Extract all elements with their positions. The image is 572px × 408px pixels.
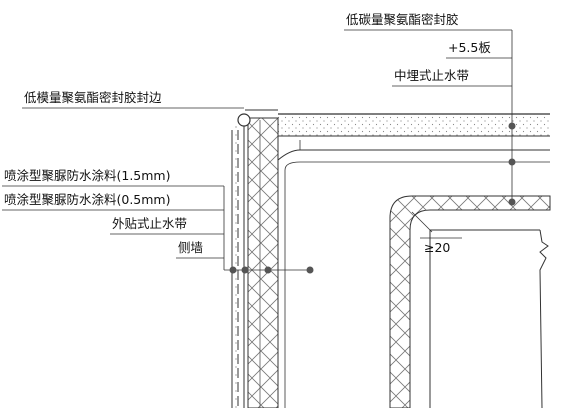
label-side-wall: 侧墙 bbox=[178, 240, 203, 255]
label-low-carbon-sealant: 低碳量聚氨酯密封胶 bbox=[346, 12, 459, 27]
sealant-edge-bead bbox=[237, 113, 251, 127]
dimension-mark: ≥20 bbox=[411, 211, 462, 255]
callout-dot bbox=[264, 266, 272, 274]
inner-chamber bbox=[429, 229, 549, 408]
leaders-top-right bbox=[344, 29, 516, 206]
side-wall-coating bbox=[231, 125, 245, 408]
callout-dot bbox=[508, 158, 516, 166]
label-spray-polyurea-0-5: 喷涂型聚脲防水涂料(0.5mm) bbox=[4, 192, 171, 207]
top-slab bbox=[245, 109, 550, 137]
label-embedded-waterstop: 中埋式止水带 bbox=[394, 68, 469, 83]
leaders-left bbox=[2, 107, 314, 274]
inner-corner-lining bbox=[389, 195, 551, 408]
outer-insulation bbox=[247, 117, 279, 408]
callout-dot bbox=[306, 266, 314, 274]
callout-dot bbox=[508, 198, 516, 206]
label-spray-polyurea-1-5: 喷涂型聚脲防水涂料(1.5mm) bbox=[4, 168, 171, 183]
dimension-label: ≥20 bbox=[424, 240, 450, 255]
label-low-modulus-sealant-edge: 低模量聚氨酯密封胶封边 bbox=[24, 90, 162, 105]
callout-dot bbox=[508, 122, 516, 130]
callout-dot bbox=[241, 266, 249, 274]
callout-dot bbox=[229, 266, 237, 274]
label-plus-5-5-board: +5.5板 bbox=[448, 40, 491, 55]
label-external-waterstop: 外贴式止水带 bbox=[112, 216, 187, 231]
wall-outline bbox=[277, 136, 550, 408]
